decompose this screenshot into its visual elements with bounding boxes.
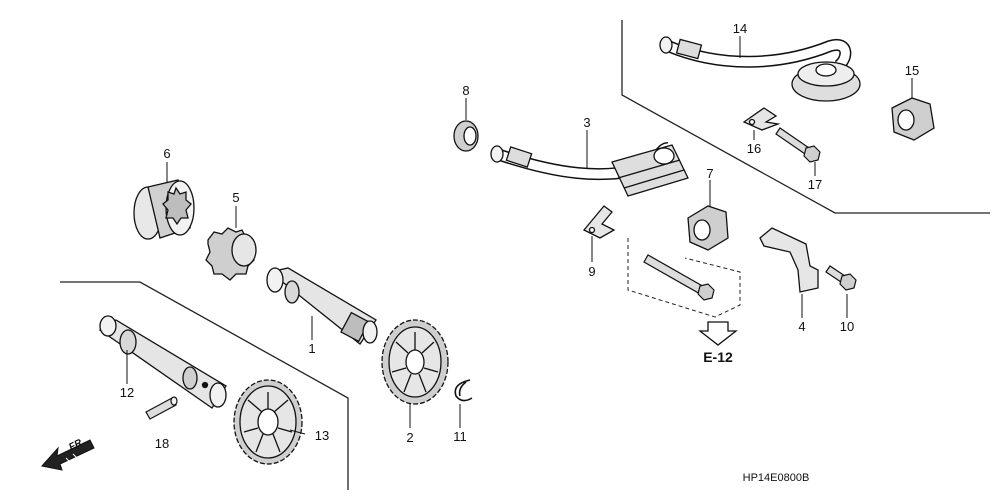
section-reference-label: E-12 (703, 349, 733, 365)
sprocket-small-part (233, 379, 303, 465)
bolt-17-part (775, 127, 821, 163)
part-number-6: 6 (163, 146, 170, 161)
part-number-4: 4 (798, 319, 805, 334)
circlip-part (454, 379, 473, 402)
part-number-15: 15 (905, 63, 919, 78)
part-number-13: 13 (315, 428, 329, 443)
grommet-part (453, 120, 479, 152)
rubber-mount-lower-part (687, 205, 729, 251)
leader-lines (126, 36, 913, 435)
oil-strainer-pipe-part (490, 142, 689, 197)
long-bolt-part (643, 254, 715, 301)
small-bracket-part (742, 107, 781, 131)
part-number-10: 10 (840, 319, 854, 334)
part-number-3: 3 (583, 115, 590, 130)
pump-inner-rotor-part (205, 227, 257, 281)
part-number-2: 2 (406, 430, 413, 445)
pump-shaft-part (266, 267, 378, 345)
part-number-16: 16 (747, 141, 761, 156)
section-divider-lines (60, 20, 990, 490)
part-number-17: 17 (808, 177, 822, 192)
plate-part (582, 205, 616, 239)
part-number-14: 14 (733, 21, 747, 36)
dashed-reference-box (627, 238, 741, 318)
part-number-8: 8 (462, 83, 469, 98)
diagram-code: HP14E0800B (743, 472, 810, 484)
pump-outer-rotor-part (133, 179, 195, 240)
oil-pipe-upper-part (659, 36, 861, 102)
ref-arrow-icon (698, 321, 738, 346)
bolt-10-part (825, 265, 857, 291)
secondary-shaft-part (98, 315, 227, 409)
rubber-mount-part (891, 97, 935, 141)
part-number-12: 12 (120, 385, 134, 400)
bracket-part (759, 227, 819, 293)
part-number-11: 11 (453, 429, 467, 444)
part-number-7: 7 (706, 166, 713, 181)
part-number-1: 1 (308, 341, 315, 356)
front-direction-arrow-icon (41, 439, 95, 471)
part-number-9: 9 (588, 264, 595, 279)
sprocket-large-part (381, 319, 449, 405)
part-number-5: 5 (232, 190, 239, 205)
dowel-pin-part (145, 396, 178, 420)
part-number-18: 18 (155, 436, 169, 451)
